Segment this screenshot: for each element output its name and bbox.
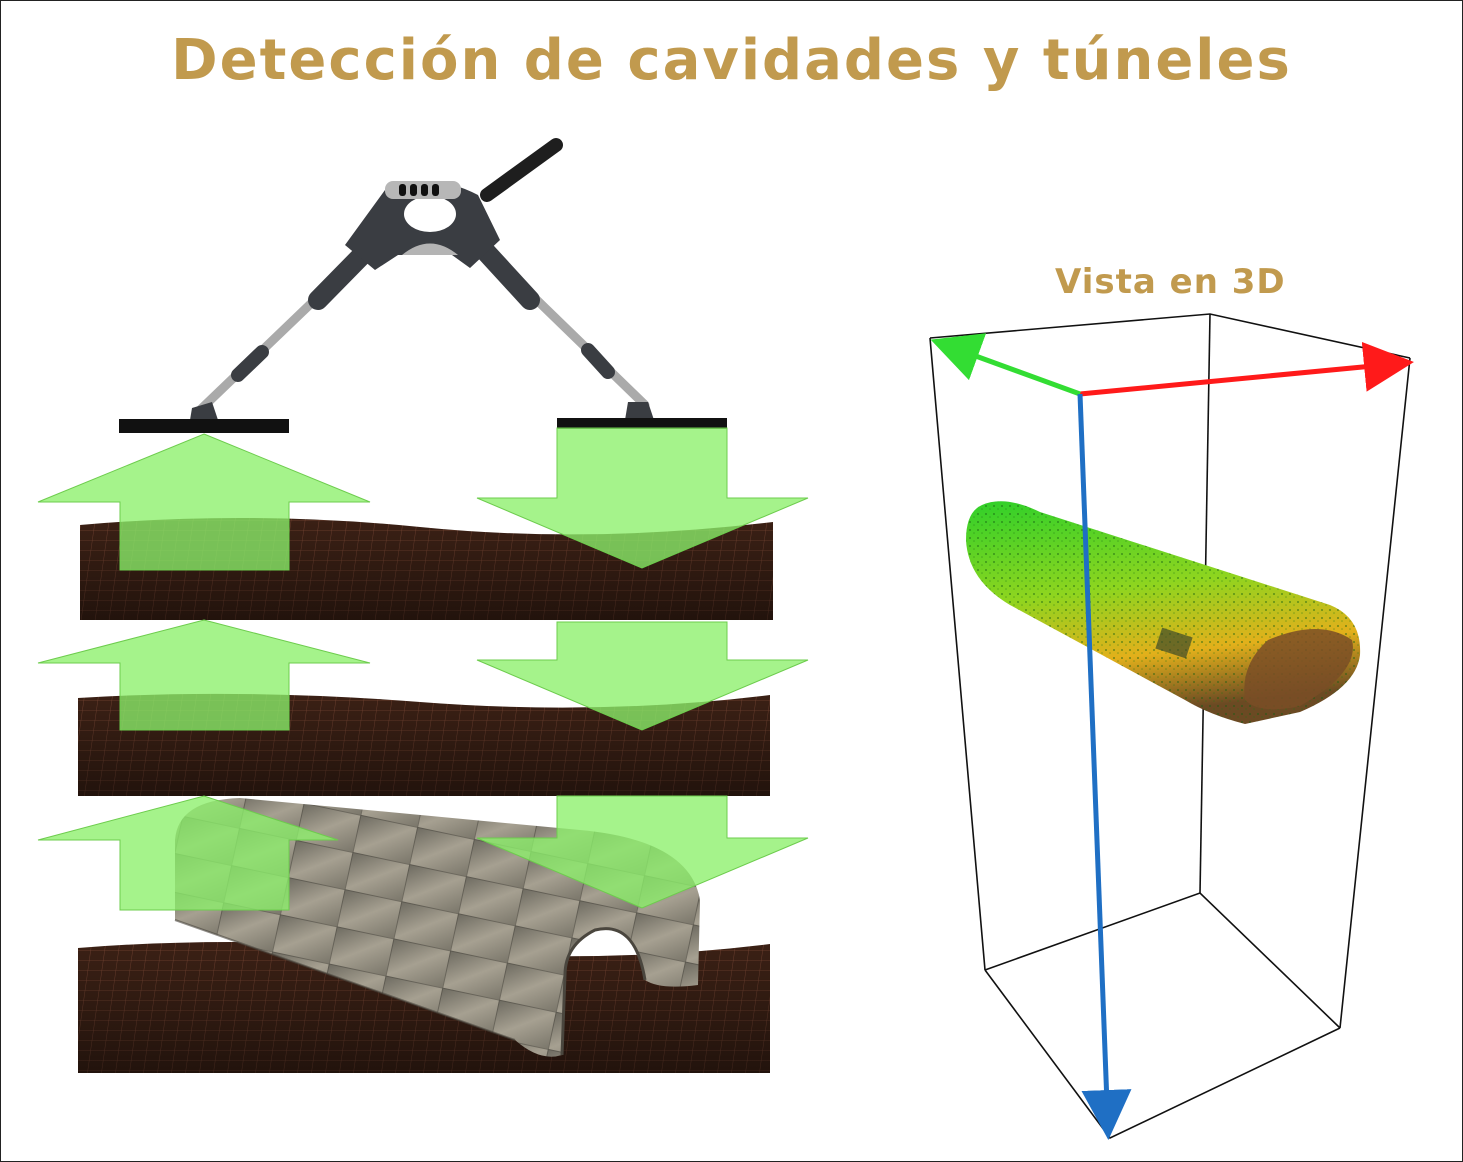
page-title: Detección de cavidades y túneles <box>171 28 1292 93</box>
detector-frame-icon <box>119 138 727 433</box>
axis-z-arrow <box>1077 393 1132 1140</box>
up-arrow-icon <box>37 619 371 731</box>
down-arrow-icon <box>476 795 809 909</box>
point-cloud-icon <box>966 501 1361 724</box>
up-arrow-icon <box>37 433 371 571</box>
axis-y-arrow <box>930 333 1081 397</box>
axis-x-arrow <box>1079 341 1414 397</box>
down-arrow-icon <box>476 427 809 569</box>
down-arrow-icon <box>476 621 809 731</box>
3d-axes <box>930 333 1414 1140</box>
view-3d-label: Vista en 3D <box>1055 262 1286 302</box>
up-arrow-icon <box>37 795 339 911</box>
3d-view-box <box>929 313 1411 1140</box>
